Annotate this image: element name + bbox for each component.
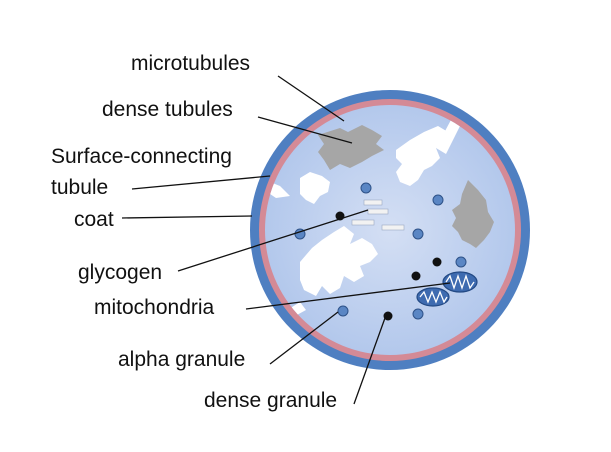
canalicular-top-right [396,126,448,186]
alpha-granule [455,256,467,268]
leader-line-dense-granule [353,317,386,405]
label-alpha-granule: alpha granule [118,348,245,371]
alpha-granule [432,194,444,206]
mitochondrion [442,271,478,293]
leader-line-alpha-granule [269,311,339,365]
alpha-granule [360,182,372,194]
alpha-granule [412,228,424,240]
dense-tubule-right [452,180,494,248]
leader-line-surface-tubule [131,175,271,190]
label-dense-tubules: dense tubules [102,98,233,121]
glycogen-particle [381,224,405,231]
label-microtubules: microtubules [131,52,250,75]
alpha-granule [412,308,424,320]
label-dense-granule: dense granule [204,389,337,412]
leader-line-coat [121,215,253,219]
label-tubule: tubule [51,176,108,199]
dense-tubule-top [318,125,384,170]
leader-line-glycogen [177,209,369,272]
glycogen-particle [367,208,389,215]
label-surface-connecting: Surface-connecting [51,145,232,168]
leader-line-microtubules [277,75,345,122]
dense-granule [432,257,442,267]
label-glycogen: glycogen [78,261,162,284]
canalicular-upper-left [300,172,330,204]
label-mitochondria: mitochondria [94,296,215,319]
dense-granule [383,311,393,321]
mitochondrion [416,287,450,307]
glycogen-particle [363,199,383,206]
leader-lines [121,75,451,405]
leader-line-dense-tubules [257,116,353,144]
glycogen-particle [351,219,375,226]
label-coat: coat [74,208,114,231]
surface-channel-top [436,118,462,154]
leader-line-mitochondria [245,282,451,310]
alpha-granule [337,305,349,317]
dense-granule [411,271,421,281]
canalicular-center [300,226,378,296]
